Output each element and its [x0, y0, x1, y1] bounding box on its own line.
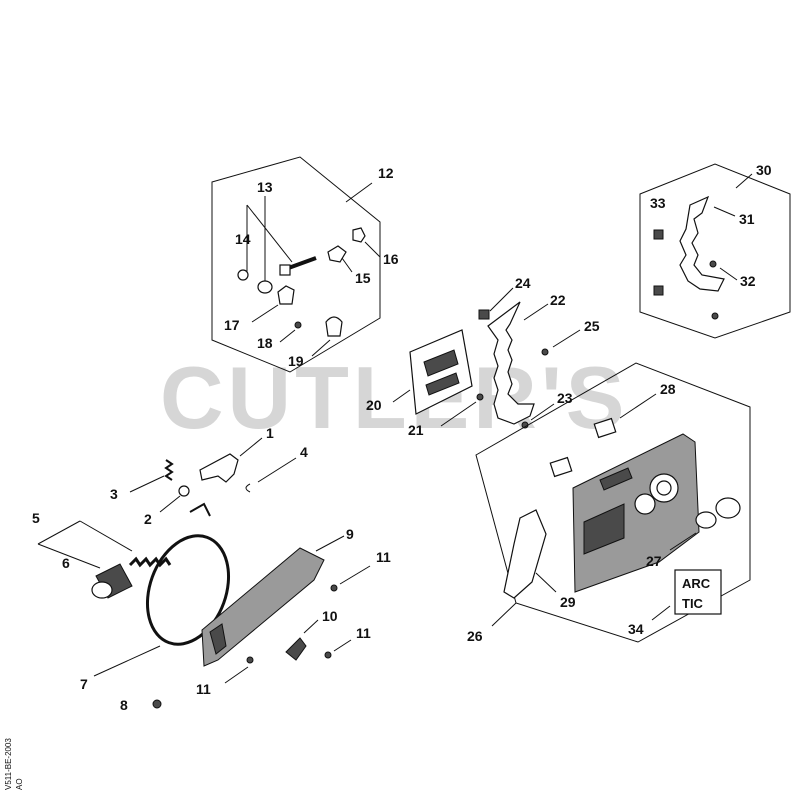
callout-1[interactable]: 1 — [266, 425, 274, 441]
part-20-plate — [409, 329, 473, 415]
part-32-screw — [709, 260, 717, 268]
part-11b-screw — [324, 651, 332, 659]
part-33-nut — [653, 229, 664, 240]
part-29-spike — [503, 509, 547, 599]
callout-33[interactable]: 33 — [650, 195, 666, 211]
part-11a-screw — [330, 584, 338, 592]
callout-13[interactable]: 13 — [257, 179, 273, 195]
callout-4[interactable]: 4 — [300, 444, 308, 460]
callout-25[interactable]: 25 — [584, 318, 600, 334]
part-2-pin — [178, 485, 190, 497]
callout-11c[interactable]: 11 — [196, 681, 211, 697]
callout-10[interactable]: 10 — [322, 608, 338, 624]
part-17-lever — [277, 285, 295, 305]
arctic-badge: ARC TIC — [674, 569, 722, 615]
part-10-bracket — [285, 637, 307, 661]
part-14-grommet — [237, 269, 249, 281]
callout-27[interactable]: 27 — [646, 553, 662, 569]
callout-2[interactable]: 2 — [144, 511, 152, 527]
part-21-screw — [476, 393, 484, 401]
group-30-frame — [639, 163, 791, 339]
callout-8[interactable]: 8 — [120, 697, 128, 713]
brake-band — [145, 534, 231, 646]
part-26-cover — [572, 433, 700, 593]
drawing-code: V511-BE-2003 — [4, 738, 13, 790]
part-22-bar — [487, 301, 535, 425]
part-11c-screw — [246, 656, 254, 664]
part-8-screw — [152, 699, 162, 709]
callout-21[interactable]: 21 — [408, 422, 424, 438]
part-16-clip — [352, 227, 366, 243]
callout-14[interactable]: 14 — [235, 231, 251, 247]
callout-11a[interactable]: 11 — [376, 549, 391, 565]
drawing-code-sub: AO — [15, 778, 24, 790]
part-31-spike — [679, 195, 725, 292]
part-15-screw — [279, 245, 347, 276]
callout-19[interactable]: 19 — [288, 353, 304, 369]
part-9-guard — [201, 547, 325, 667]
callout-24[interactable]: 24 — [515, 275, 531, 291]
svg-text:TIC: TIC — [682, 596, 704, 611]
callout-30[interactable]: 30 — [756, 162, 772, 178]
callout-6[interactable]: 6 — [62, 555, 70, 571]
callout-15[interactable]: 15 — [355, 270, 371, 286]
part-28-nut — [593, 417, 617, 439]
callout-28[interactable]: 28 — [660, 381, 676, 397]
part-18-screw — [294, 321, 302, 329]
callout-7[interactable]: 7 — [80, 676, 88, 692]
part-25-screw — [541, 348, 549, 356]
callout-22[interactable]: 22 — [550, 292, 566, 308]
callout-16[interactable]: 16 — [383, 251, 399, 267]
part-5-spring — [128, 556, 172, 568]
callout-12[interactable]: 12 — [378, 165, 394, 181]
callout-26[interactable]: 26 — [467, 628, 483, 644]
callout-5[interactable]: 5 — [32, 510, 40, 526]
svg-text:ARC: ARC — [682, 576, 711, 591]
part-4-clip — [245, 483, 251, 493]
part-24-nut — [478, 309, 490, 320]
callout-31[interactable]: 31 — [739, 211, 755, 227]
callout-32[interactable]: 32 — [740, 273, 756, 289]
callout-34[interactable]: 34 — [628, 621, 644, 637]
callout-18[interactable]: 18 — [257, 335, 273, 351]
callout-20[interactable]: 20 — [366, 397, 382, 413]
callout-11b[interactable]: 11 — [356, 625, 371, 641]
part-19-clamp — [325, 316, 343, 337]
part-1-lever — [199, 453, 239, 483]
part-13-nut — [257, 280, 273, 294]
group-12-frame — [211, 156, 381, 373]
watermark: CUTLER'S — [160, 348, 628, 447]
part-3-spring — [164, 459, 174, 481]
callout-17[interactable]: 17 — [224, 317, 240, 333]
callout-29[interactable]: 29 — [560, 594, 576, 610]
callout-3[interactable]: 3 — [110, 486, 118, 502]
callout-9[interactable]: 9 — [346, 526, 354, 542]
part-27-nut — [715, 497, 741, 519]
